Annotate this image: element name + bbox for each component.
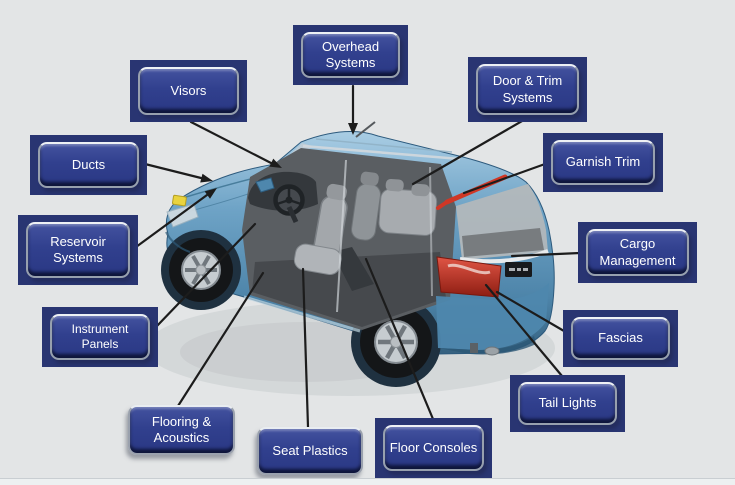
arrow-reservoir — [204, 188, 217, 199]
label-reservoir-systems-text: Reservoir Systems — [26, 222, 130, 278]
label-cargo-management: Cargo Management — [578, 222, 697, 283]
label-fascias-text: Fascias — [571, 317, 670, 360]
label-garnish-trim-text: Garnish Trim — [551, 140, 655, 185]
label-tail-lights: Tail Lights — [510, 375, 625, 432]
front-wheel — [161, 230, 241, 310]
label-overhead-systems: Overhead Systems — [293, 25, 408, 85]
side-mirror — [255, 177, 275, 193]
arrow-overhead — [348, 123, 358, 135]
arrowheads — [200, 123, 358, 199]
exhaust-tip — [484, 346, 500, 356]
roof-rails — [302, 138, 461, 161]
connector-lines — [134, 84, 582, 429]
line-door-trim-systems — [411, 115, 531, 186]
label-cargo-management-text: Cargo Management — [586, 229, 689, 276]
side-marker-lamp — [172, 194, 187, 207]
rear-bumper — [436, 283, 549, 356]
tail-light — [436, 256, 502, 298]
line-ducts — [143, 162, 203, 180]
label-visors: Visors — [130, 60, 247, 122]
label-instrument-panels: Instrument Panels — [42, 307, 158, 367]
label-floor-consoles: Floor Consoles — [375, 418, 492, 485]
line-garnish-trim — [462, 162, 547, 195]
label-seat-plastics: Seat Plastics — [257, 427, 363, 475]
center-console — [332, 247, 374, 291]
line-instrument-panels — [154, 222, 257, 329]
label-fascias: Fascias — [563, 310, 678, 367]
arrow-visors — [269, 158, 282, 168]
label-door-trim-systems: Door & Trim Systems — [468, 57, 587, 122]
tow-hitch — [470, 343, 478, 353]
seats — [293, 171, 438, 276]
line-seat-plastics — [301, 267, 310, 429]
antenna — [355, 121, 376, 138]
line-fascias — [495, 290, 566, 333]
line-floor-consoles — [364, 257, 435, 421]
label-instrument-panels-text: Instrument Panels — [50, 314, 150, 360]
line-flooring-acoustics — [176, 271, 265, 408]
line-reservoir-systems — [134, 193, 209, 249]
label-flooring-acoustics: Flooring & Acoustics — [128, 405, 235, 455]
label-floor-consoles-text: Floor Consoles — [383, 425, 484, 471]
b-pillar — [336, 159, 347, 313]
line-tail-lights — [484, 283, 564, 378]
interior-cutaway — [242, 148, 456, 333]
label-visors-text: Visors — [138, 67, 239, 115]
label-ducts: Ducts — [30, 135, 147, 195]
rear-glass — [456, 184, 549, 264]
label-overhead-systems-text: Overhead Systems — [301, 32, 400, 78]
steering-wheel — [273, 184, 305, 224]
line-cargo-management — [510, 251, 582, 258]
label-door-trim-systems-text: Door & Trim Systems — [476, 64, 579, 115]
line-visors — [189, 120, 273, 165]
label-ducts-text: Ducts — [38, 142, 139, 188]
license-plate — [505, 262, 532, 277]
label-tail-lights-text: Tail Lights — [518, 382, 617, 425]
footer-strip — [0, 478, 735, 485]
front-bumper-line — [165, 231, 191, 253]
c-pillar — [429, 166, 433, 297]
label-reservoir-systems: Reservoir Systems — [18, 215, 138, 285]
rocker-sill — [243, 295, 361, 333]
arrow-ducts — [200, 173, 213, 183]
label-garnish-trim: Garnish Trim — [543, 133, 663, 192]
